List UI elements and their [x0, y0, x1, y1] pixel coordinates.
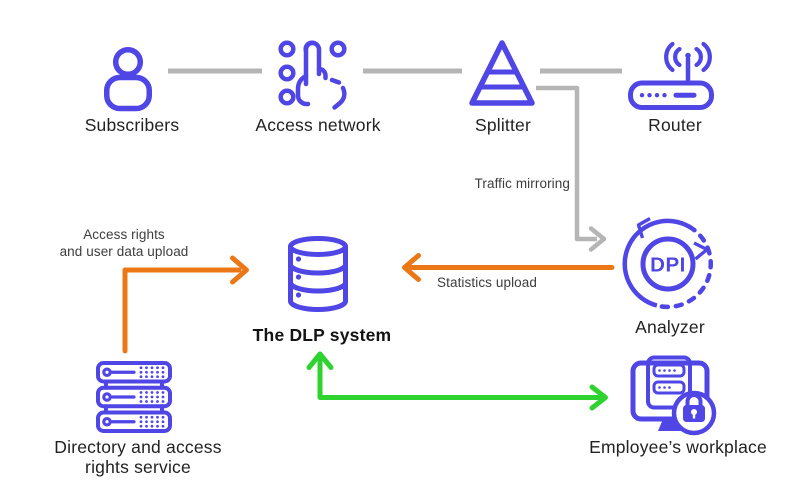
- directory-service-label: Directory and access rights service: [43, 437, 233, 477]
- dlp-database-icon: [288, 236, 348, 312]
- access-rights-label-line1: Access rights: [83, 227, 165, 242]
- access-network-label: Access network: [255, 115, 381, 135]
- directory-service-label-line2: rights service: [85, 456, 191, 477]
- dpi-badge: DPI: [650, 254, 686, 277]
- analyzer-dpi-icon: DPI: [622, 217, 713, 310]
- subscribers-label: Subscribers: [84, 115, 180, 135]
- access-rights-label-line2: and user data upload: [59, 243, 189, 259]
- directory-service-label-line1: Directory and access: [54, 437, 222, 457]
- traffic-mirroring-label: Traffic mirroring: [474, 176, 570, 191]
- subscribers-icon: [104, 46, 152, 112]
- employee-workplace-icon: [630, 355, 717, 436]
- analyzer-label: Analyzer: [635, 317, 705, 337]
- router-icon: [628, 41, 714, 110]
- edge-dlp-workplace-arrow: [306, 351, 608, 411]
- splitter-label: Splitter: [474, 115, 532, 135]
- dlp-system-label: The DLP system: [252, 325, 392, 345]
- edge-access-rights-arrow: [122, 255, 249, 354]
- statistics-upload-label: Statistics upload: [437, 275, 538, 290]
- directory-service-icon: [96, 361, 172, 433]
- edge-traffic-mirroring-arrow: [536, 85, 607, 252]
- employee-workplace-label: Employee’s workplace: [589, 437, 767, 457]
- access-rights-label: Access rights and user data upload: [38, 227, 210, 261]
- access-network-icon: [278, 40, 347, 110]
- splitter-icon: [469, 40, 535, 106]
- router-label: Router: [648, 115, 702, 135]
